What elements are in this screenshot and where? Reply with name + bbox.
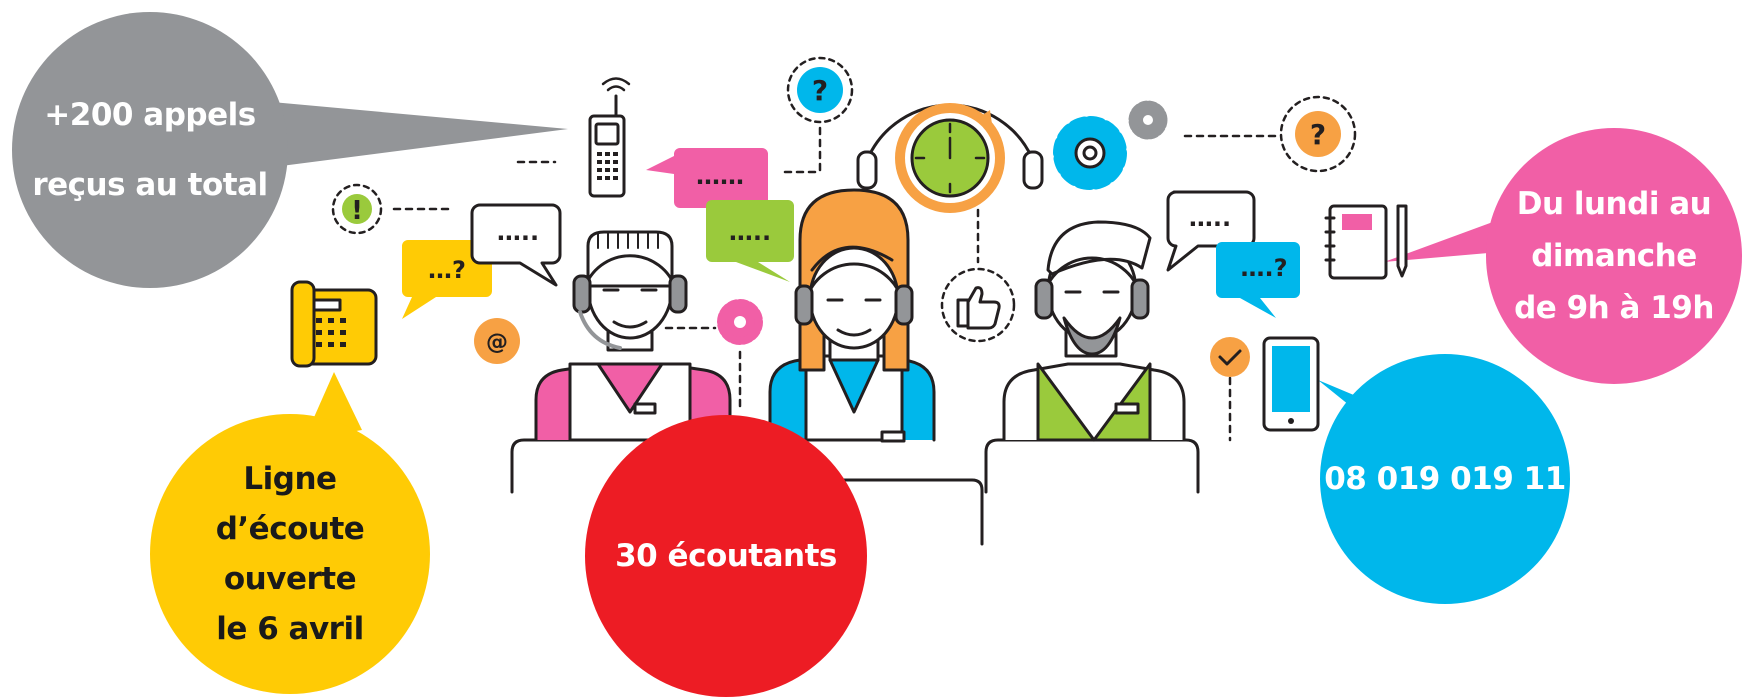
thumbs-up-icon: [940, 267, 1016, 343]
stat-hours-text: Du lundi au dimanche de 9h à 19h: [1514, 186, 1714, 326]
stat-phone-bubble: 08 019 019 11: [1320, 354, 1570, 604]
question-blue-mark: ?: [812, 74, 828, 107]
bubble-b1-text: …?: [428, 256, 466, 284]
question-icon-blue: [786, 56, 854, 124]
bubble-b3-text: ……: [696, 162, 744, 190]
bubble-b4-text: …..: [729, 218, 771, 246]
at-sign-icon: [474, 318, 520, 364]
exclamation-icon: [331, 183, 383, 235]
stat-phone-text: 08 019 019 11: [1324, 461, 1566, 497]
stat-opening-text: Ligne d’écoute ouverte le 6 avril: [215, 461, 365, 647]
stat-listeners-text: 30 écoutants: [615, 538, 837, 574]
bubble-b5-text: …..: [1189, 204, 1231, 232]
question-orange-mark: ?: [1310, 118, 1326, 151]
speech-bubble-blue: [1216, 242, 1300, 318]
calls-pointer: [250, 100, 568, 170]
agent-right: [1002, 220, 1186, 442]
at-sign-mark: @: [486, 330, 508, 355]
speech-bubble-pink: [646, 148, 768, 208]
bubble-b2-text: …..: [497, 218, 539, 246]
notebook-icon: [1324, 204, 1408, 280]
agent-left: [534, 230, 732, 442]
speech-bubble-white-left: [470, 203, 562, 287]
desk-phone-icon: [290, 280, 378, 368]
bubble-b6-text: ….?: [1240, 254, 1287, 282]
speech-bubble-yellow: [402, 240, 492, 319]
stat-calls-text: +200 appels reçus au total: [32, 97, 268, 203]
checkmark-icon: [1210, 337, 1250, 377]
speech-bubble-green: [706, 200, 794, 282]
stat-hours-bubble: Du lundi au dimanche de 9h à 19h: [1486, 128, 1742, 384]
speech-bubble-white-right: [1166, 190, 1256, 272]
exclamation-mark: !: [351, 196, 363, 226]
gear-icon-gray: [1128, 100, 1168, 140]
stat-opening-bubble: Ligne d’écoute ouverte le 6 avril: [150, 414, 430, 694]
stat-listeners-bubble: 30 écoutants: [585, 415, 867, 697]
headset-clock-icon: [856, 103, 1044, 213]
smartphone-icon: [1262, 336, 1320, 432]
stat-calls-bubble: +200 appels reçus au total: [12, 12, 288, 288]
mobile-phone-icon: [588, 77, 631, 198]
question-icon-orange: [1279, 95, 1357, 173]
gear-icon-pink: [717, 299, 763, 345]
dashed-connectors: [392, 124, 1282, 442]
gear-icon-blue: [1053, 116, 1127, 190]
agent-center: [768, 188, 936, 443]
